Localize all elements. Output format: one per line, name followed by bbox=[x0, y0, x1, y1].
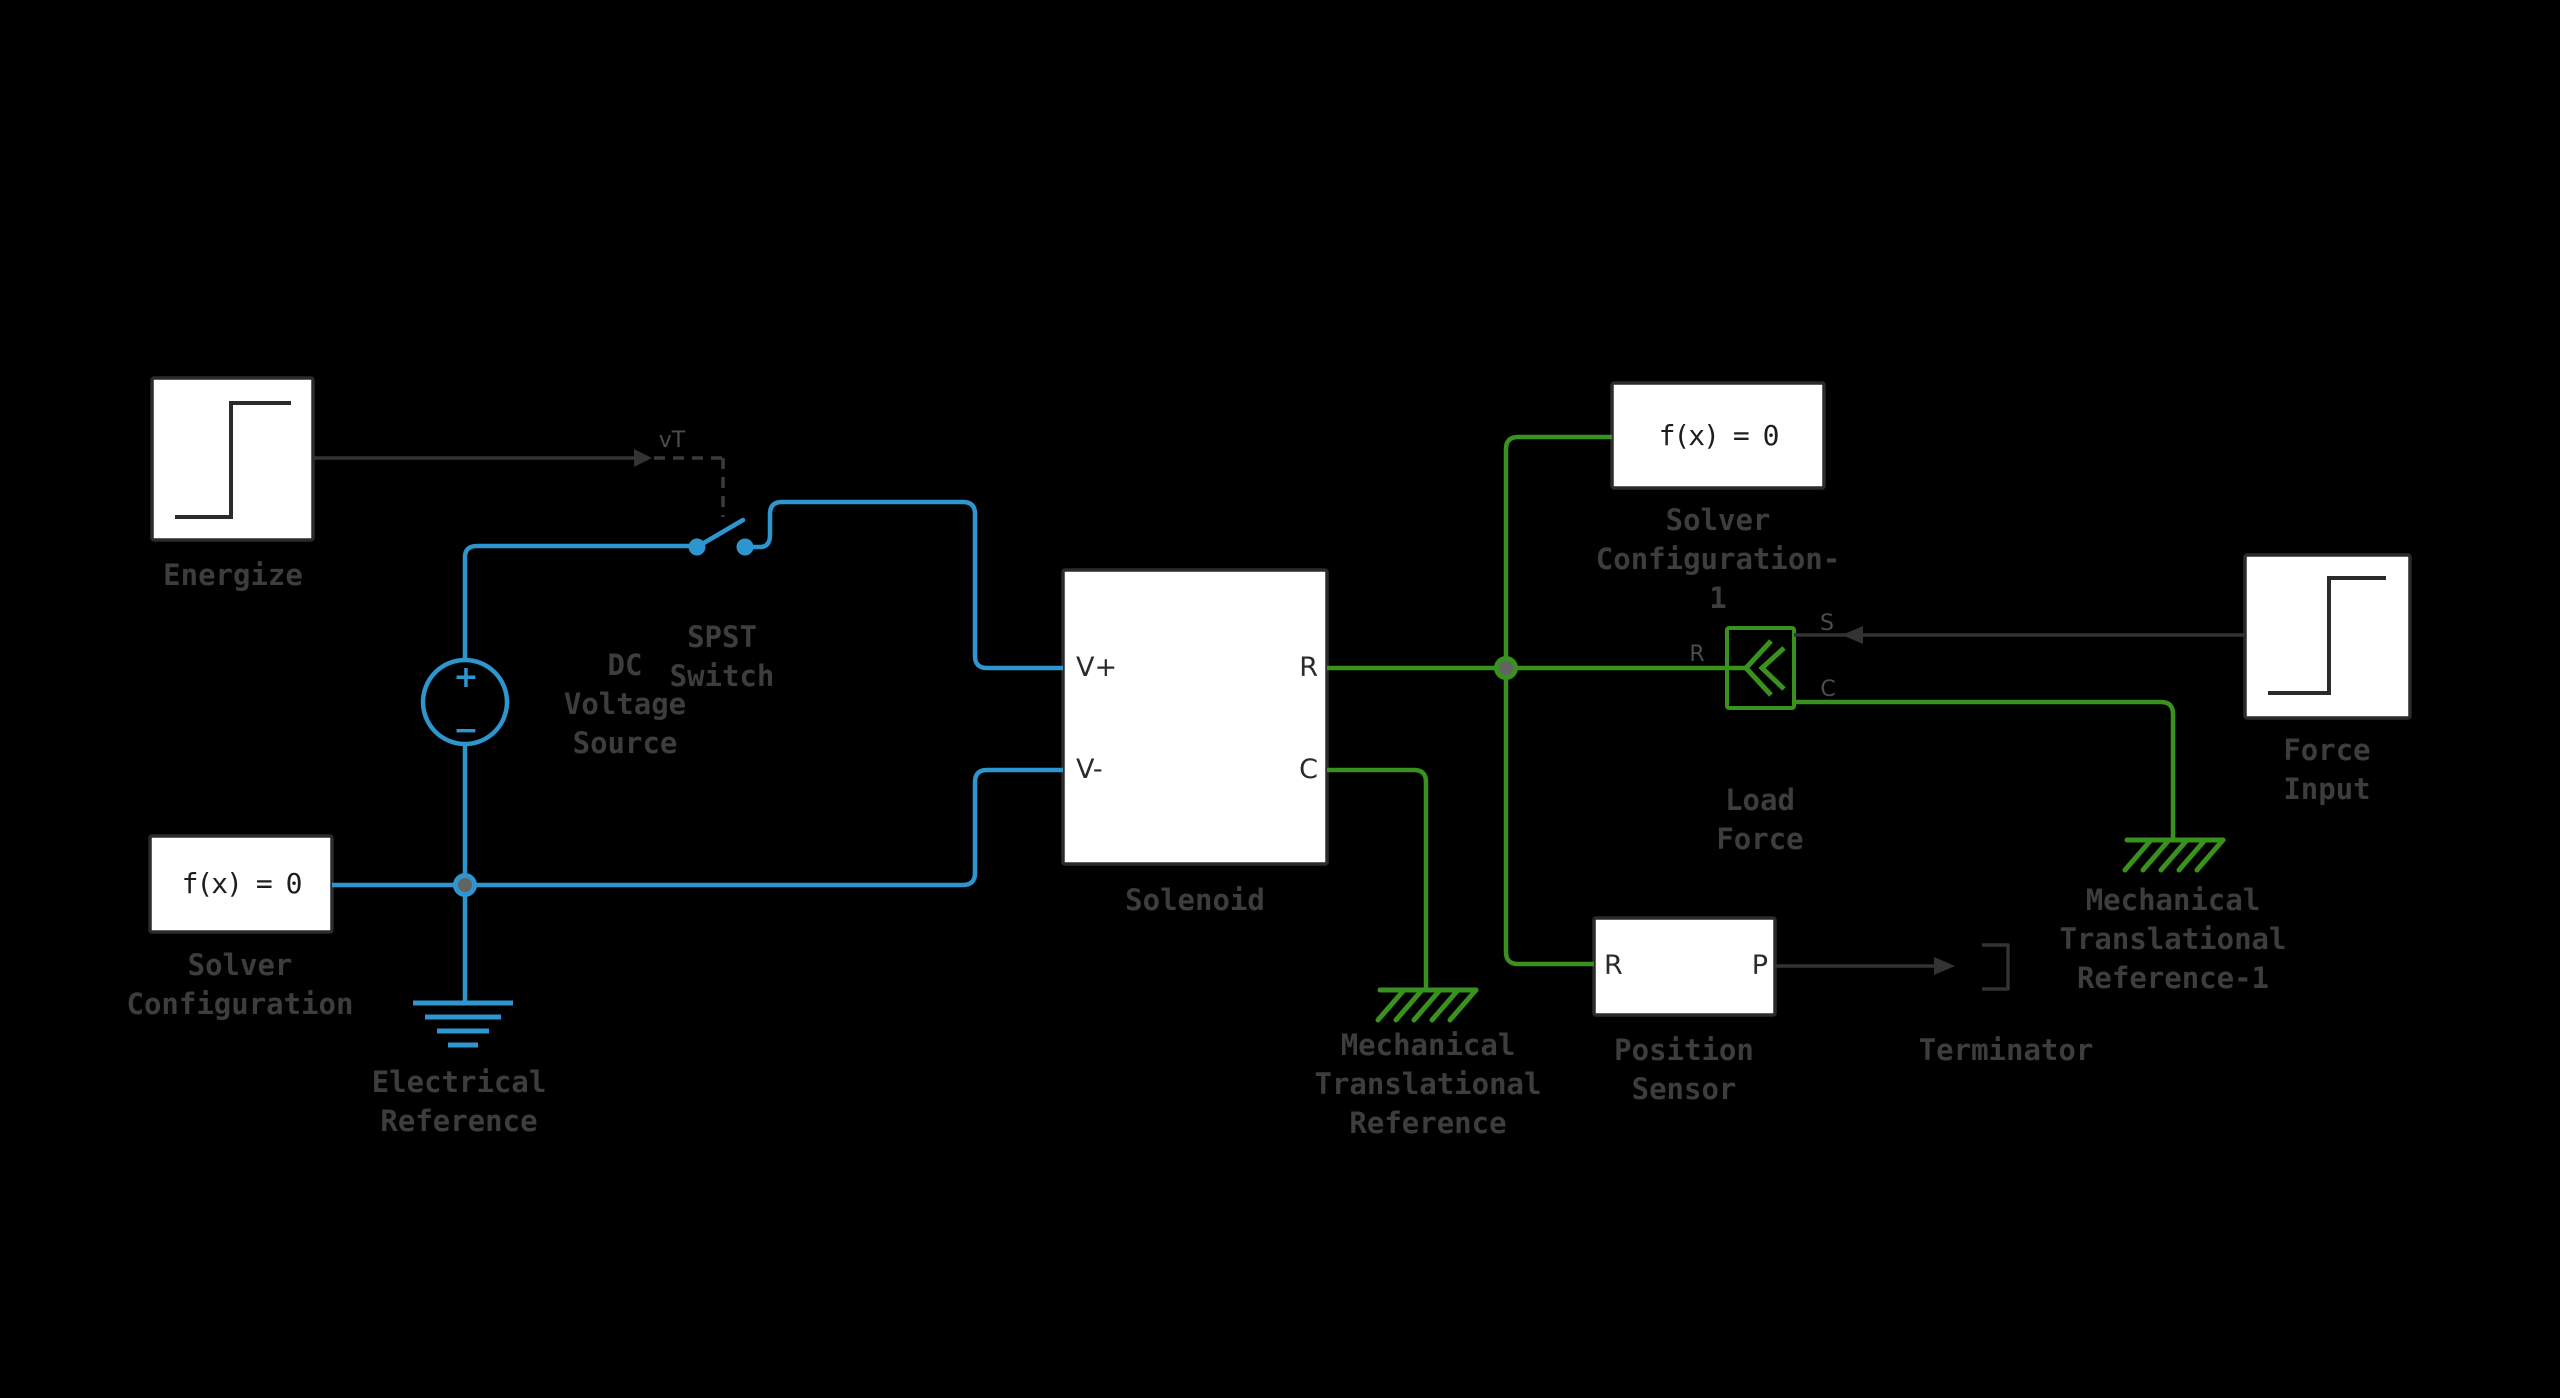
switch-to-vplus-wire[interactable] bbox=[753, 499, 1063, 671]
position-sensor-port-r: R bbox=[1604, 950, 1623, 981]
minus-polarity-mark: − bbox=[453, 713, 479, 748]
vt-control-dashed-wire[interactable] bbox=[654, 456, 725, 517]
electrical-reference-block[interactable] bbox=[413, 1000, 513, 1048]
force-chevron-icon bbox=[1742, 639, 1773, 697]
position-sensor-label: Position Sensor bbox=[1614, 1033, 1754, 1106]
force-input-label: Force Input bbox=[2283, 733, 2371, 806]
solver-configuration-label: Solver Configuration bbox=[126, 948, 354, 1021]
spst-switch-lever[interactable] bbox=[694, 517, 746, 550]
solver-to-vminus-wire[interactable] bbox=[332, 767, 1063, 888]
junction-to-solver1-wire[interactable] bbox=[1503, 434, 1612, 668]
solenoid-port-vminus: V- bbox=[1076, 754, 1103, 785]
junction-to-position-sensor-wire[interactable] bbox=[1503, 668, 1594, 967]
source-to-switch-wire[interactable] bbox=[462, 543, 689, 661]
load-force-port-s: S bbox=[1820, 611, 1834, 636]
load-force-c-wire[interactable] bbox=[1794, 699, 2176, 838]
solver-configuration-expression: f(x) = 0 bbox=[181, 867, 303, 900]
signal-arrowhead[interactable] bbox=[634, 449, 652, 467]
signal-arrowhead[interactable] bbox=[1842, 626, 1863, 644]
solver-configuration-1-label: Solver Configuration- 1 bbox=[1595, 503, 1841, 615]
load-force-port-c: C bbox=[1820, 677, 1836, 702]
solenoid-port-r: R bbox=[1299, 652, 1318, 683]
load-force-label: Load Force bbox=[1716, 783, 1804, 856]
step-icon bbox=[175, 401, 291, 519]
mechanical-translational-reference-label: Mechanical Translational Reference bbox=[1314, 1028, 1542, 1140]
dc-voltage-source-label: DC Voltage Source bbox=[563, 648, 687, 760]
mechanical-junction-node[interactable] bbox=[1494, 656, 1518, 680]
terminator-block[interactable] bbox=[1982, 943, 2010, 991]
plus-polarity-mark: + bbox=[453, 660, 479, 695]
mechanical-translational-reference-block[interactable] bbox=[1375, 987, 1479, 1023]
solenoid-c-wire[interactable] bbox=[1327, 767, 1429, 988]
spst-switch-label: SPST Switch bbox=[669, 620, 775, 693]
vt-signal-label: vT bbox=[658, 428, 686, 453]
electrical-reference-label: Electrical Reference bbox=[371, 1065, 547, 1138]
spst-switch-contact[interactable] bbox=[736, 538, 754, 556]
solenoid-block[interactable] bbox=[1061, 568, 1329, 866]
signal-arrowhead[interactable] bbox=[1934, 957, 1955, 975]
terminator-label: Terminator bbox=[1918, 1033, 2094, 1067]
electrical-junction-node[interactable] bbox=[453, 873, 477, 897]
mechanical-translational-reference-1-block[interactable] bbox=[2122, 837, 2226, 873]
solenoid-label: Solenoid bbox=[1125, 883, 1265, 917]
mechanical-translational-reference-1-label: Mechanical Translational Reference-1 bbox=[2059, 883, 2287, 995]
load-force-port-r: R bbox=[1689, 642, 1705, 667]
energize-label: Energize bbox=[163, 558, 303, 592]
solver-configuration-1-expression: f(x) = 0 bbox=[1658, 419, 1780, 452]
step-icon bbox=[2268, 576, 2386, 695]
solenoid-port-c: C bbox=[1299, 754, 1318, 785]
position-sensor-port-p: P bbox=[1751, 950, 1768, 981]
force-chevron-icon bbox=[1758, 646, 1786, 691]
spst-switch-contact[interactable] bbox=[688, 538, 706, 556]
solenoid-port-vplus: V+ bbox=[1076, 652, 1118, 683]
